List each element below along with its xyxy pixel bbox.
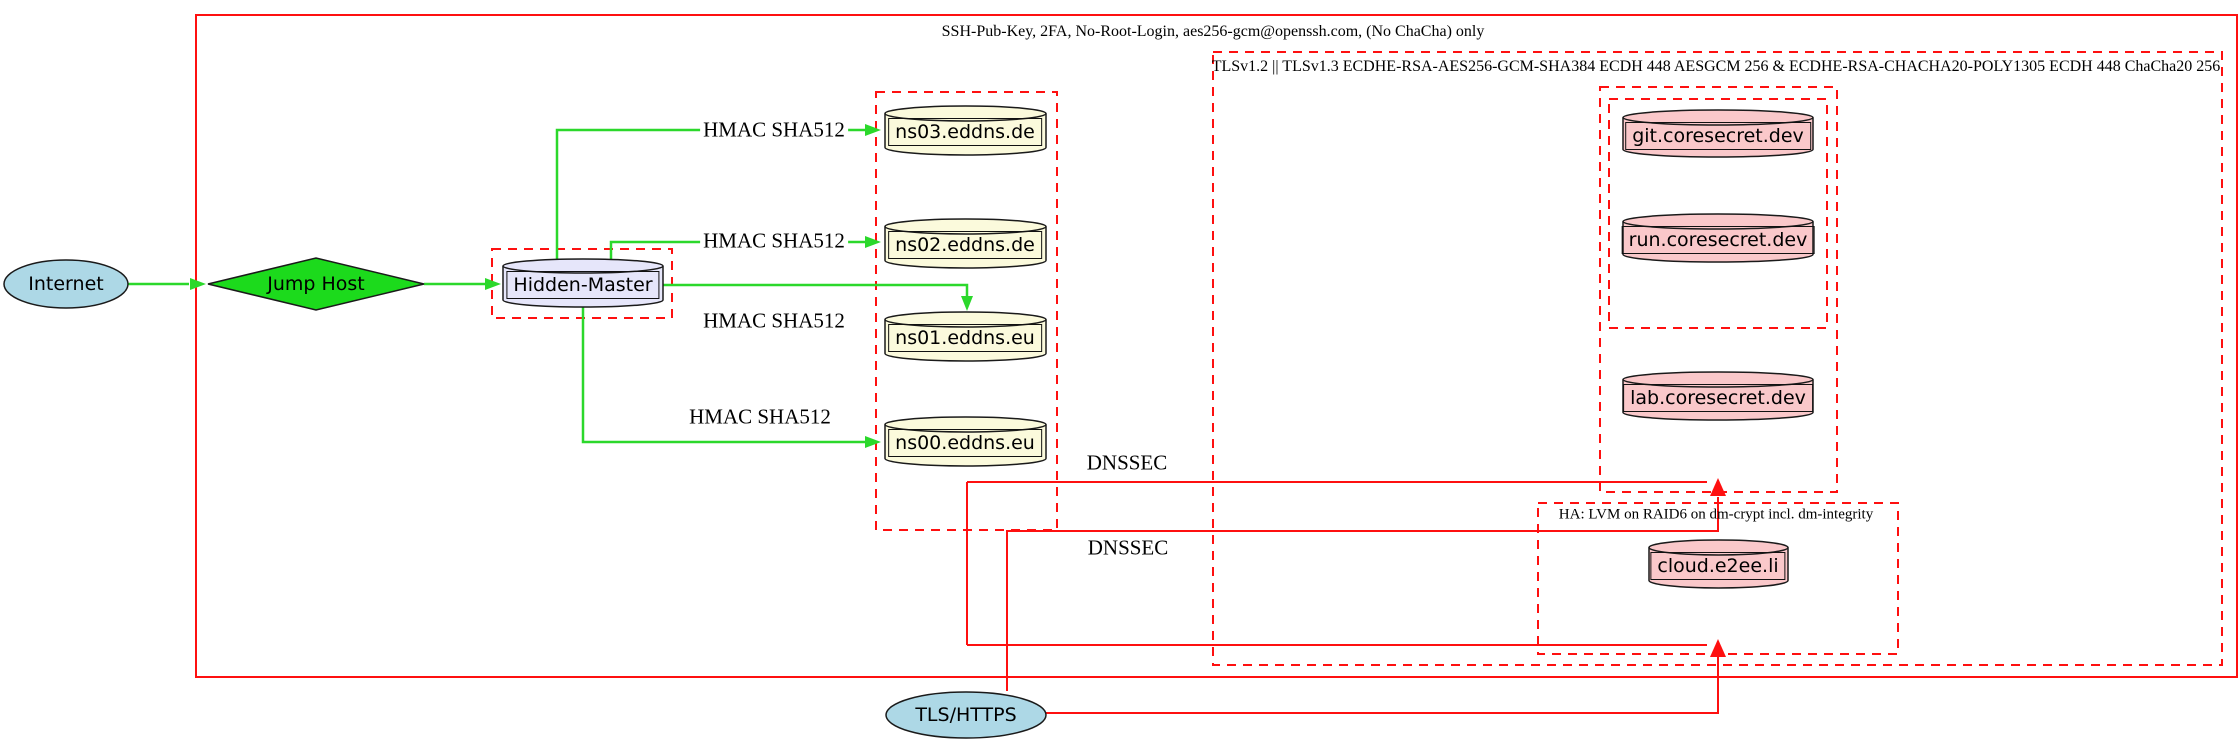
ns03-label: ns03.eddns.de xyxy=(888,118,1042,146)
arrowhead-into-coresecret xyxy=(1710,478,1726,496)
edge-tls-to-ha xyxy=(1046,656,1719,714)
jump-host-node xyxy=(207,257,425,311)
lab-cylinder-lid xyxy=(1622,379,1814,388)
tls-https-node xyxy=(885,691,1047,739)
run-cylinder-lid xyxy=(1622,221,1814,230)
green-arrowheads xyxy=(190,124,973,448)
arrowhead-ns02 xyxy=(865,236,881,248)
cloud-cylinder-lid xyxy=(1648,547,1789,556)
arrowhead-jumphost xyxy=(190,278,206,290)
dnssec-label-upper: DNSSEC xyxy=(1083,450,1171,476)
tls-https-label: TLS/HTTPS xyxy=(915,704,1017,726)
tls-cluster-label: TLSv1.2 || TLSv1.3 ECDHE-RSA-AES256-GCM-… xyxy=(1211,58,2221,75)
ns03-cylinder-lid xyxy=(884,113,1047,122)
hmac-label-ns00: HMAC SHA512 xyxy=(686,404,834,430)
arrowhead-hiddenmaster xyxy=(485,278,501,290)
ha-cluster-label: HA: LVM on RAID6 on dm-crypt incl. dm-in… xyxy=(1558,506,1874,523)
ns00-label: ns00.eddns.eu xyxy=(888,429,1042,457)
jump-host-label: Jump Host xyxy=(267,273,365,295)
tls-cluster-box xyxy=(1212,51,2223,666)
hmac-label-ns01: HMAC SHA512 xyxy=(700,308,848,334)
ssh-cluster-label: SSH-Pub-Key, 2FA, No-Root-Login, aes256-… xyxy=(941,23,1485,40)
hidden-master-cylinder-lid xyxy=(502,265,664,274)
internet-node xyxy=(3,259,129,309)
hmac-label-ns03: HMAC SHA512 xyxy=(700,117,848,143)
lab-label: lab.coresecret.dev xyxy=(1623,384,1813,412)
arrowhead-into-ha xyxy=(1710,639,1726,657)
ssh-cluster-box xyxy=(195,14,2238,678)
cloud-label: cloud.e2ee.li xyxy=(1650,552,1786,580)
ns02-label: ns02.eddns.de xyxy=(888,231,1042,259)
edge-hm-ns01 xyxy=(663,283,969,297)
run-label: run.coresecret.dev xyxy=(1621,226,1815,254)
edge-hm-ns00 xyxy=(581,307,866,444)
git-cylinder-lid xyxy=(1622,117,1814,126)
internet-label: Internet xyxy=(28,273,104,295)
red-edges xyxy=(966,481,1719,714)
ns01-label: ns01.eddns.eu xyxy=(888,324,1042,352)
arrowhead-ns01 xyxy=(961,296,973,311)
ns01-cylinder-lid xyxy=(884,319,1047,328)
arrowhead-ns03 xyxy=(865,124,881,136)
hmac-label-ns02: HMAC SHA512 xyxy=(700,228,848,254)
arrowhead-ns00 xyxy=(865,436,881,448)
git-cylinder xyxy=(1622,109,1814,158)
ns02-cylinder-lid xyxy=(884,226,1047,235)
hidden-master-label: Hidden-Master xyxy=(506,271,660,299)
dnssec-label-lower: DNSSEC xyxy=(1084,535,1172,561)
git-label: git.coresecret.dev xyxy=(1625,122,1811,150)
ns00-cylinder-lid xyxy=(884,424,1047,433)
edge-tls-to-coresecret xyxy=(1006,497,1719,691)
